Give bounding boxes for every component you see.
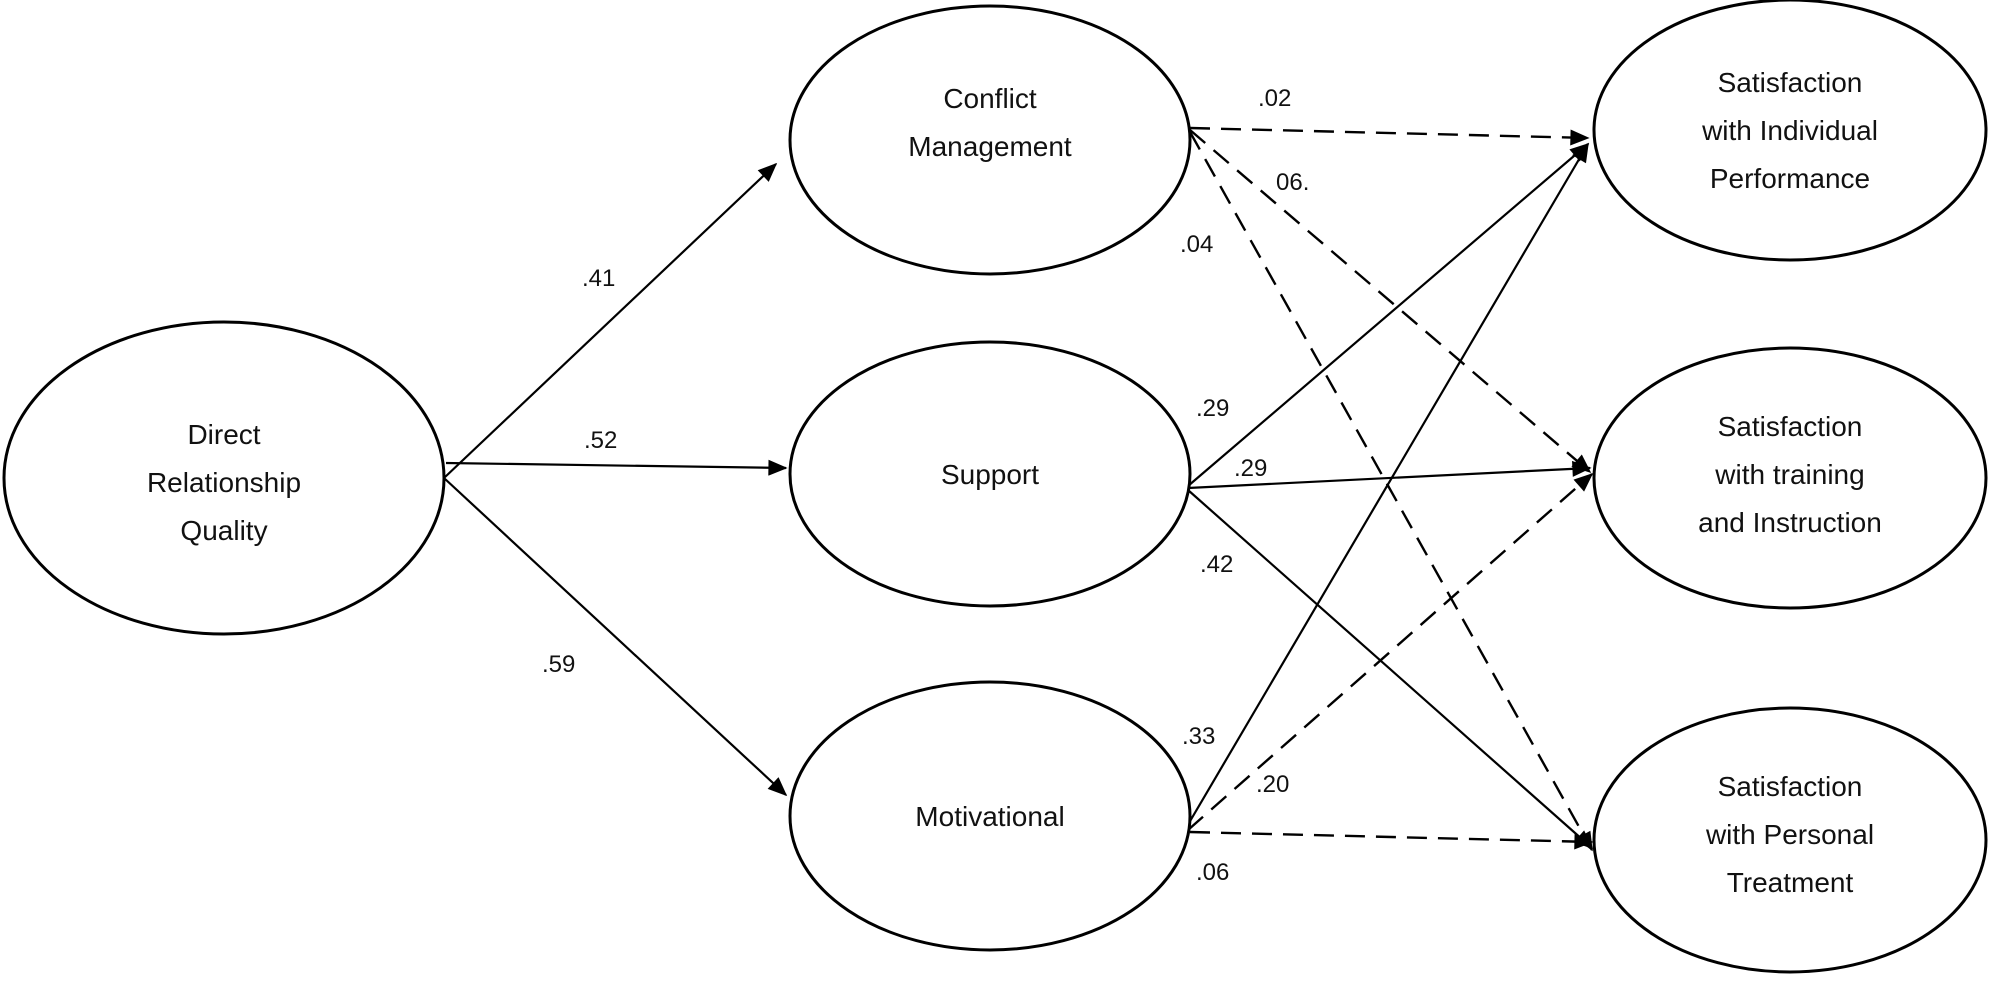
- edge-sup-spt: [1187, 489, 1594, 850]
- node-satisfaction-training-instruction: Satisfaction with training and Instructi…: [1592, 346, 1988, 610]
- coef-drq-mot: .59: [542, 651, 575, 678]
- edge-mot-sti: [1187, 472, 1594, 831]
- node-label: Relationship: [147, 467, 301, 498]
- node-label: Performance: [1710, 163, 1870, 194]
- coefficients: .41 .52 .59 .02 06. .04 .29 .29 .42 .33 …: [542, 85, 1309, 886]
- coef-cm-spt: .04: [1180, 231, 1213, 258]
- node-label: Support: [941, 459, 1039, 490]
- coef-mot-spt: .06: [1196, 859, 1229, 886]
- node-label: Direct: [187, 419, 260, 450]
- coef-drq-cm: .41: [582, 265, 615, 292]
- node-label: with Personal: [1705, 819, 1874, 850]
- edge-cm-sti: [1189, 129, 1592, 474]
- edge-cm-spt: [1188, 131, 1594, 852]
- coef-sup-sti: .29: [1234, 455, 1267, 482]
- node-label: Satisfaction: [1718, 411, 1863, 442]
- coef-mot-sip: .33: [1182, 723, 1215, 750]
- node-label: Motivational: [915, 801, 1064, 832]
- node-label: with training: [1714, 459, 1864, 490]
- node-satisfaction-personal-treatment: Satisfaction with Personal Treatment: [1592, 706, 1988, 974]
- node-label: Treatment: [1727, 867, 1854, 898]
- edges: [443, 126, 1594, 852]
- coef-mot-sti: .20: [1256, 771, 1289, 798]
- coef-sup-sip: .29: [1196, 395, 1229, 422]
- edge-drq-sup: [445, 459, 788, 476]
- node-ellipse: [788, 4, 1192, 276]
- node-ellipse: [1592, 0, 1988, 262]
- edge-drq-mot: [443, 477, 788, 797]
- node-satisfaction-individual-performance: Satisfaction with Individual Performance: [1592, 0, 1988, 262]
- edge-cm-sip: [1189, 126, 1590, 146]
- node-label: Quality: [180, 515, 267, 546]
- node-motivational: Motivational: [788, 680, 1192, 952]
- node-ellipse: [1592, 346, 1988, 610]
- coef-sup-spt: .42: [1200, 551, 1233, 578]
- node-ellipse: [788, 340, 1192, 608]
- node-label: Conflict: [943, 83, 1037, 114]
- node-label: and Instruction: [1698, 507, 1882, 538]
- node-support: Support: [788, 340, 1192, 608]
- edge-sup-sip: [1187, 142, 1590, 487]
- edge-mot-sip: [1185, 142, 1589, 829]
- node-ellipse: [1592, 706, 1988, 974]
- node-label: with Individual: [1701, 115, 1878, 146]
- edge-sup-sti: [1187, 460, 1592, 490]
- node-conflict-management: Conflict Management: [788, 4, 1192, 276]
- coef-cm-sip: .02: [1258, 85, 1291, 112]
- node-label: Satisfaction: [1718, 67, 1863, 98]
- node-ellipse: [788, 680, 1192, 952]
- coef-cm-sti: 06.: [1276, 169, 1309, 196]
- edge-mot-spt: [1189, 830, 1594, 850]
- coef-drq-sup: .52: [584, 427, 617, 454]
- node-label: Satisfaction: [1718, 771, 1863, 802]
- node-direct-relationship-quality: Direct Relationship Quality: [2, 320, 446, 636]
- edge-drq-cm: [443, 162, 778, 479]
- node-label: Management: [908, 131, 1072, 162]
- node-ellipse: [2, 320, 446, 636]
